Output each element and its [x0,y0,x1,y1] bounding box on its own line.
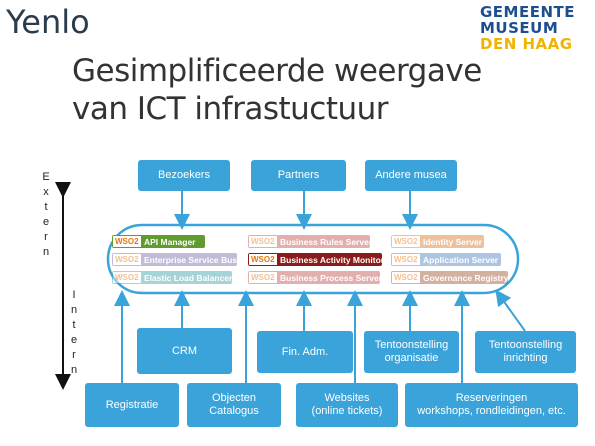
title-line-2: van ICT infrastuctuur [72,91,389,127]
slide-title: Gesimplificeerde weergave van ICT infras… [72,52,482,128]
yenlo-logo: Yenlo [6,4,90,40]
bezoekers-box: Bezoekers [138,160,230,191]
wso2-icon: WSO2 [249,272,277,283]
registratie-box: Registratie [85,383,179,427]
wso2-icon: WSO2 [249,254,277,265]
wso2-icon: WSO2 [113,272,141,283]
wso2-platform-ellipse [106,223,520,295]
andere-musea-box: Andere musea [365,160,457,191]
title-line-1: Gesimplificeerde weergave [72,53,482,89]
websites-box: Websites(online tickets) [296,383,398,427]
crm-box: CRM [137,328,232,374]
wso2-icon: WSO2 [249,236,277,247]
logo-line-1: GEMEENTE [480,3,576,21]
wso2-icon: WSO2 [392,254,420,265]
wso2-icon: WSO2 [113,236,141,247]
partners-box: Partners [251,160,346,191]
logo-line-3: DEN HAAG [480,35,573,53]
wso2-icon: WSO2 [113,254,141,265]
yenlo-logo-text: Yenlo [6,3,90,41]
gemeentemuseum-logo: GEMEENTE MUSEUM DEN HAAG [480,4,588,74]
fin-adm-box: Fin. Adm. [257,331,353,373]
wso2-icon: WSO2 [392,272,420,283]
logo-line-2: MUSEUM [480,19,559,37]
wso2-icon: WSO2 [392,236,420,247]
